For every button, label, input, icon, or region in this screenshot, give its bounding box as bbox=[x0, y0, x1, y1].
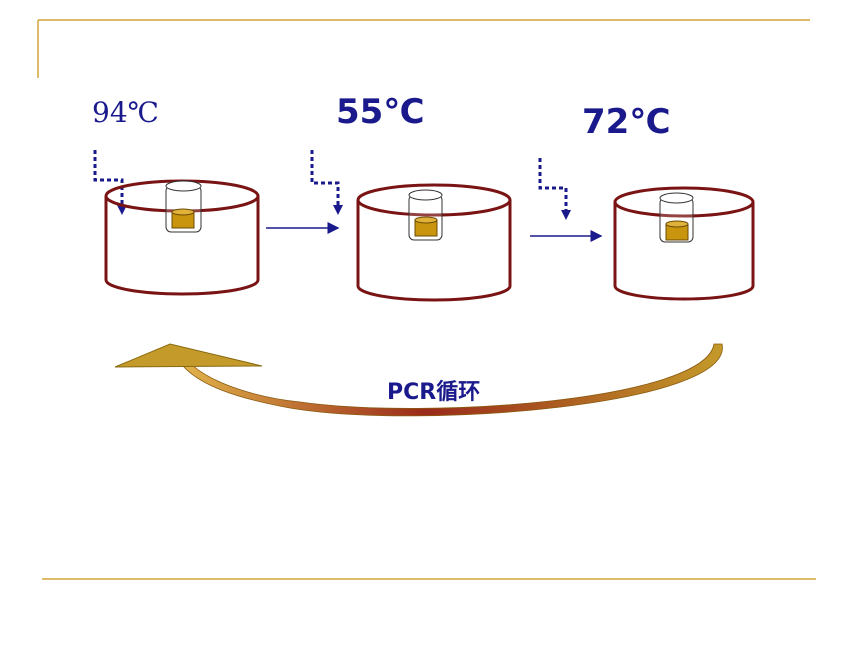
pcr-cycle-label: PCR循环 bbox=[387, 380, 481, 405]
tube-cap bbox=[659, 192, 694, 204]
temp-label-55: 55℃ bbox=[336, 92, 425, 132]
tube-cap bbox=[165, 180, 202, 192]
slide-frame bbox=[37, 19, 816, 580]
water-bath-94 bbox=[93, 150, 260, 296]
heat-arrow-head bbox=[561, 210, 571, 220]
dashed-heat-arrow bbox=[310, 150, 340, 205]
bath-body bbox=[613, 202, 755, 301]
heat-arrow-head bbox=[333, 205, 343, 215]
bath-body bbox=[356, 200, 512, 302]
tube-liquid-top bbox=[171, 208, 195, 216]
dashed-heat-arrow bbox=[93, 150, 124, 205]
heat-arrow-head bbox=[117, 205, 127, 215]
bath-rim bbox=[613, 186, 755, 218]
cycle-return-arrow bbox=[114, 343, 723, 417]
tube-cap bbox=[408, 189, 443, 201]
water-bath-55 bbox=[310, 150, 512, 302]
bath-rim bbox=[356, 183, 512, 217]
bath-body bbox=[104, 196, 260, 296]
water-bath-72 bbox=[538, 158, 755, 301]
temp-label-72: 72℃ bbox=[582, 102, 671, 142]
tube-liquid-top bbox=[665, 220, 689, 228]
tube-liquid-top bbox=[414, 216, 438, 224]
temp-label-94: 94℃ bbox=[92, 96, 159, 129]
dashed-heat-arrow bbox=[538, 158, 568, 210]
cycle-arrow-head bbox=[114, 343, 263, 368]
